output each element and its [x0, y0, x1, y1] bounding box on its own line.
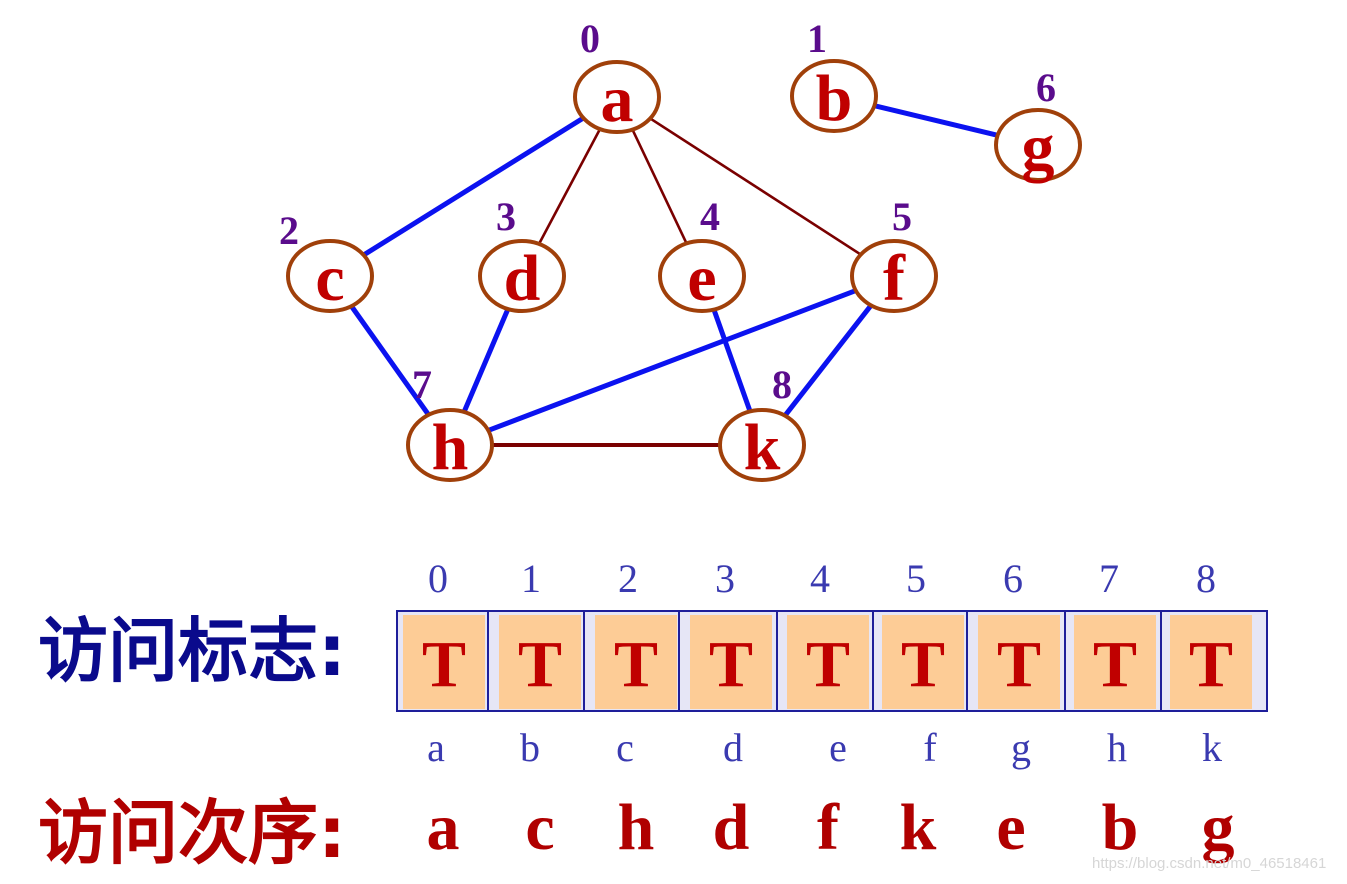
node-c-index: 2	[279, 208, 299, 253]
cell-divider	[1160, 612, 1162, 710]
flag-cell-4: T	[787, 615, 869, 709]
graph-diagram: a0 b1 g6 c2 d3 e4 f5 h7 k8	[279, 16, 1082, 484]
node-h-index: 7	[412, 362, 432, 407]
array-name-7: h	[1107, 725, 1127, 770]
cell-divider	[487, 612, 489, 710]
cell-divider	[583, 612, 585, 710]
node-f-index: 5	[892, 194, 912, 239]
visit-order-item-5: k	[899, 791, 937, 864]
cell-divider	[966, 612, 968, 710]
node-a-index: 0	[580, 16, 600, 61]
node-e-circle	[658, 239, 746, 313]
node-b: b1	[790, 16, 878, 135]
node-d: d3	[478, 194, 566, 315]
node-b-index: 1	[807, 16, 827, 61]
node-f-label: f	[883, 242, 906, 315]
node-e-index: 4	[700, 194, 720, 239]
node-e: e4	[658, 194, 746, 315]
node-e-label: e	[687, 242, 716, 315]
array-name-0: a	[427, 725, 445, 770]
visit-order-label: 访问次序:	[38, 792, 346, 874]
array-index-4: 4	[810, 556, 830, 601]
array-index-8: 8	[1196, 556, 1216, 601]
flag-cell-1: T	[499, 615, 581, 709]
node-a-circle	[573, 60, 661, 134]
edge-e-k	[711, 308, 753, 413]
visit-order-item-3: d	[712, 791, 750, 864]
node-f-circle	[850, 239, 938, 313]
cell-divider	[872, 612, 874, 710]
edges	[349, 103, 999, 447]
flag-cell-8: T	[1170, 615, 1252, 709]
node-d-circle	[478, 239, 566, 313]
node-g-index: 6	[1036, 65, 1056, 110]
array-name-5: f	[923, 725, 937, 770]
flag-cell-0: T	[403, 615, 485, 709]
array-name-2: c	[616, 725, 634, 770]
node-h: h7	[406, 362, 494, 484]
visit-order-item-4: f	[817, 791, 839, 864]
node-k-label: k	[744, 411, 781, 484]
edge-a-f	[649, 117, 862, 256]
array-index-3: 3	[715, 556, 735, 601]
array-name-3: d	[723, 725, 743, 770]
flag-cell-2: T	[595, 615, 677, 709]
edge-f-h	[487, 288, 857, 433]
edge-b-g	[873, 103, 999, 138]
visited-flags-label: 访问标志:	[38, 610, 346, 692]
array-index-0: 0	[428, 556, 448, 601]
node-h-label: h	[432, 411, 469, 484]
node-b-circle	[790, 59, 878, 133]
edge-c-h	[349, 304, 431, 417]
array-name-6: g	[1011, 725, 1031, 770]
flag-cell-7: T	[1074, 615, 1156, 709]
visit-order-item-0: a	[426, 791, 460, 864]
visit-order-item-6: e	[996, 791, 1026, 864]
flag-cell-3: T	[690, 615, 772, 709]
array-index-7: 7	[1099, 556, 1119, 601]
node-a-label: a	[601, 63, 634, 136]
cell-divider	[678, 612, 680, 710]
node-g-circle	[994, 108, 1082, 182]
node-f: f5	[850, 194, 938, 315]
node-h-circle	[406, 408, 494, 482]
cell-divider	[776, 612, 778, 710]
array-name-1: b	[520, 725, 540, 770]
flag-cell-5: T	[882, 615, 964, 709]
edge-a-e	[631, 128, 688, 245]
node-k: k8	[718, 362, 806, 484]
node-b-label: b	[816, 62, 853, 135]
nodes: a0 b1 g6 c2 d3 e4 f5 h7 k8	[279, 16, 1082, 484]
flag-cell-6: T	[978, 615, 1060, 709]
edge-a-c	[362, 115, 585, 258]
array-index-2: 2	[618, 556, 638, 601]
node-c-label: c	[315, 242, 344, 315]
edge-a-d	[537, 128, 602, 245]
edge-d-h	[461, 308, 511, 413]
array-index-5: 5	[906, 556, 926, 601]
node-d-index: 3	[496, 194, 516, 239]
edge-f-k	[782, 303, 874, 418]
array-name-8: k	[1202, 725, 1222, 770]
node-k-circle	[718, 408, 806, 482]
visit-order-item-2: h	[617, 791, 655, 864]
node-a: a0	[573, 16, 661, 136]
array-index-1: 1	[521, 556, 541, 601]
visit-order-item-8: g	[1201, 791, 1235, 864]
visit-order-item-1: c	[525, 791, 555, 864]
node-k-index: 8	[772, 362, 792, 407]
node-c: c2	[279, 208, 374, 315]
cell-divider	[1064, 612, 1066, 710]
watermark: https://blog.csdn.net/m0_46518461	[1092, 855, 1327, 872]
visit-order-item-7: b	[1101, 791, 1139, 864]
array-index-6: 6	[1003, 556, 1023, 601]
node-d-label: d	[504, 242, 541, 315]
node-g-label: g	[1022, 111, 1055, 184]
array-name-4: e	[829, 725, 847, 770]
node-c-circle	[286, 239, 374, 313]
node-g: g6	[994, 65, 1082, 184]
